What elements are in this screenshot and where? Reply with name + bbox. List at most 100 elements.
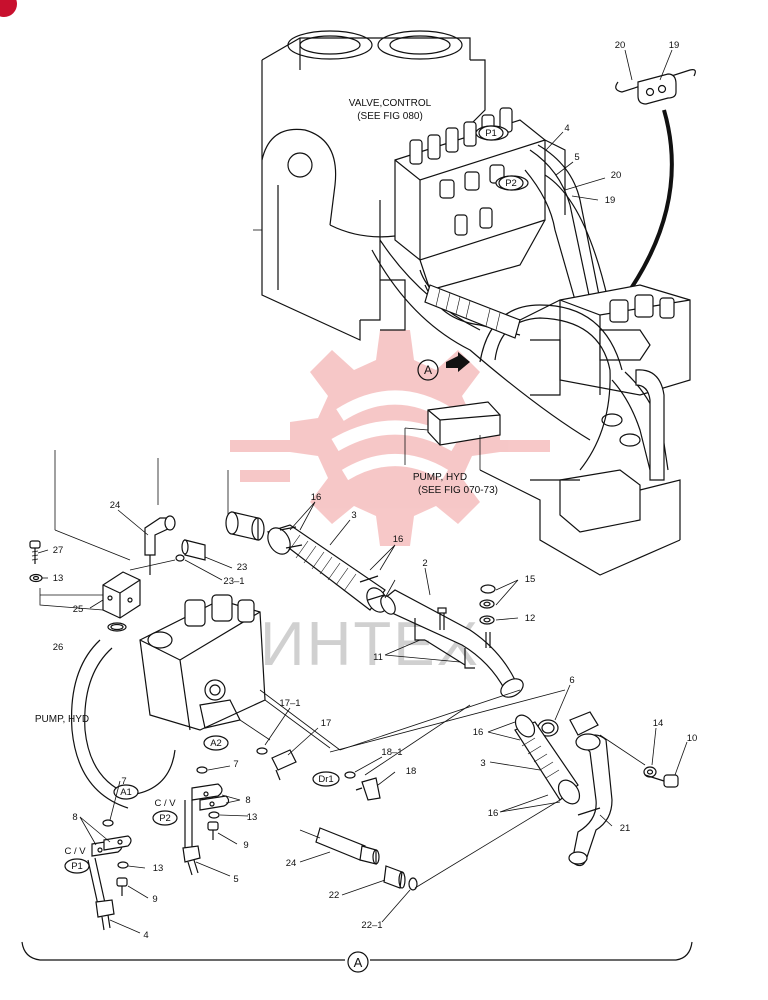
hose-3-lower: [514, 714, 581, 805]
port-p1-top: P1: [485, 128, 497, 139]
callout-24-a: 24: [110, 500, 121, 511]
callout-9-a: 9: [243, 840, 248, 851]
label-cv-left: C / V: [64, 846, 86, 857]
bolt-9b: [116, 877, 128, 896]
callout-5-b: 5: [233, 874, 238, 885]
port-p1-bottom: P1: [71, 861, 83, 872]
callout-19-mid: 19: [605, 195, 616, 206]
label-pump-hyd-left: PUMP, HYD: [35, 714, 89, 725]
bolt-27: [29, 540, 41, 564]
o-ring-22-1: [408, 877, 418, 891]
callout-4-top: 4: [564, 123, 569, 134]
callout-5-top: 5: [574, 152, 579, 163]
label-view-a-bottom: A: [354, 955, 363, 970]
callout-8-b: 8: [72, 812, 77, 823]
view-a-pointer: [417, 352, 470, 381]
port-p1-top-badge: [478, 125, 504, 141]
label-cv-right: C / V: [154, 798, 176, 809]
port-p2-top: P2: [505, 178, 517, 189]
suction-hose-top: [424, 284, 521, 339]
callout-17: 17: [321, 718, 332, 729]
callout-16-c: 16: [473, 727, 484, 738]
callout-18-1: 18–1: [381, 747, 402, 758]
callout-21: 21: [620, 823, 631, 834]
callout-20-top: 20: [615, 40, 626, 51]
callout-7-b: 7: [233, 759, 238, 770]
leader-lines: [329, 579, 646, 889]
label-pump-hyd-top-ref: (SEE FIG 070-73): [418, 485, 498, 496]
frame-lines-left: [54, 450, 229, 561]
callout-11: 11: [373, 652, 383, 663]
callout-16-a: 16: [311, 492, 322, 503]
port-p2-top-badge: [498, 175, 524, 191]
hose-3-upper: [266, 524, 388, 613]
o-ring-7a: [102, 819, 114, 827]
main-pump-left: [70, 594, 341, 809]
label-valve-control-ref: (SEE FIG 080): [357, 111, 423, 122]
port-a2-badge: [203, 735, 229, 751]
callout-17-1: 17–1: [279, 698, 300, 709]
callout-8-a: 8: [245, 795, 250, 806]
nuts-15: [479, 584, 496, 609]
callout-7-a: 7: [121, 776, 126, 787]
fitting-23: [129, 539, 206, 571]
pump-hyd-reference: [404, 401, 501, 470]
callout-27: 27: [53, 545, 64, 556]
port-a1-badge: [113, 784, 139, 800]
callout-6: 6: [569, 675, 574, 686]
callout-15: 15: [525, 574, 536, 585]
callout-3-a: 3: [351, 510, 356, 521]
label-pump-hyd-top: PUMP, HYD: [413, 472, 467, 483]
watermark-gear-icon: [230, 330, 550, 546]
callout-16-d: 16: [488, 808, 499, 819]
pipe-2: [380, 589, 524, 698]
callout-26: 26: [53, 642, 64, 653]
hose-24-bottom: [299, 827, 380, 865]
bolt-9a: [207, 821, 219, 840]
washer-13b: [208, 811, 220, 819]
pump-assembly-top: [519, 284, 691, 481]
clamp-8-left: [91, 835, 132, 857]
hose-4-bottom: [87, 857, 115, 931]
callout-14: 14: [653, 718, 664, 729]
callout-23-1: 23–1: [223, 576, 244, 587]
port-a1: A1: [120, 787, 132, 798]
corner-badge-icon: [0, 0, 17, 17]
coupling-sleeve: [225, 511, 265, 541]
clamp-8-right: [191, 783, 230, 811]
callout-3-b: 3: [480, 758, 485, 769]
callout-12: 12: [525, 613, 536, 624]
callout-2: 2: [422, 558, 427, 569]
callout-20-mid: 20: [611, 170, 622, 181]
callout-24-b: 24: [286, 858, 297, 869]
fitting-17: [256, 747, 297, 781]
o-ring-7b: [196, 766, 208, 774]
view-a-bracket: [21, 941, 693, 973]
washer-13: [29, 573, 43, 583]
callout-leaders: [37, 49, 688, 934]
washer-13c: [117, 861, 129, 869]
callout-10: 10: [687, 733, 698, 744]
elbow-fitting-18: [344, 771, 381, 801]
port-dr1: Dr1: [318, 774, 333, 785]
port-p2-bottom-badge: [152, 810, 178, 826]
callout-4-b: 4: [143, 930, 148, 941]
hose-5-bottom: [182, 800, 201, 876]
callout-16-b: 16: [393, 534, 404, 545]
label-valve-control: VALVE,CONTROL: [349, 98, 432, 109]
callout-13-b: 13: [247, 812, 258, 823]
callout-18: 18: [406, 766, 417, 777]
pipe-21: [568, 711, 613, 867]
bolt-10: [644, 774, 679, 788]
callout-19-top: 19: [669, 40, 680, 51]
callout-22-1: 22–1: [361, 920, 382, 931]
port-p1-bottom-badge: [64, 858, 90, 874]
washer-12: [479, 615, 495, 625]
clamp-detail: [615, 69, 696, 292]
base-frame-right: [479, 469, 681, 576]
elbow-fitting-24: [144, 515, 176, 575]
port-dr1-badge: [312, 771, 340, 787]
callout-13-c: 13: [153, 863, 164, 874]
port-a2: A2: [210, 738, 222, 749]
